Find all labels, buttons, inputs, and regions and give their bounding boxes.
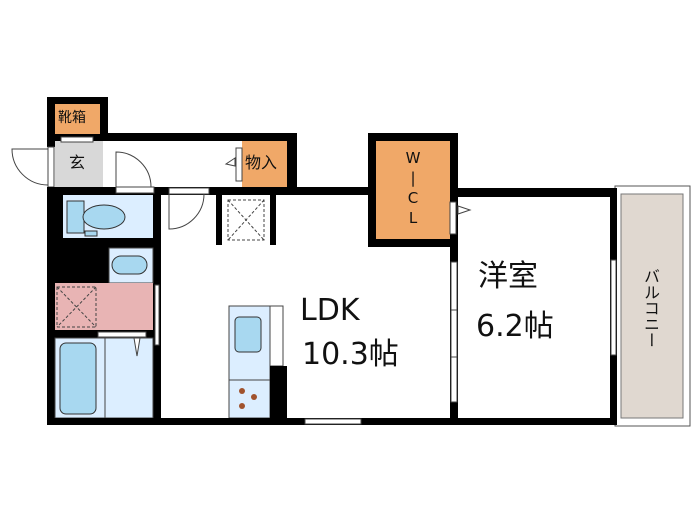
wall	[109, 238, 153, 248]
door-arrow-icon	[224, 157, 236, 167]
toilet-bowl-icon	[82, 204, 126, 230]
wall	[270, 366, 287, 418]
wall	[47, 141, 55, 147]
western-room-size: 6.2帖	[476, 309, 554, 344]
closet-x-icon	[227, 199, 265, 241]
shoe-box-label: 靴箱	[58, 110, 86, 126]
wic-letter: |	[410, 169, 416, 187]
wic-closet	[376, 141, 450, 239]
storage-door	[235, 147, 243, 182]
wall	[55, 195, 63, 238]
western-room-label: 洋室	[478, 259, 538, 294]
entrance-floor	[55, 141, 103, 187]
sliding-door	[154, 284, 160, 346]
sink-icon	[234, 316, 262, 353]
washing-machine-space	[56, 286, 97, 328]
stove-burner-icon	[239, 403, 245, 409]
shoe-box	[55, 104, 100, 134]
ldk-size: 10.3帖	[302, 337, 399, 372]
wall	[458, 188, 617, 197]
bath-door	[97, 331, 147, 338]
toilet-door-swing	[115, 151, 152, 188]
stove-burner-icon	[251, 394, 257, 400]
ldk-door-swing	[168, 193, 205, 230]
entrance-step	[60, 136, 94, 143]
bottom-window	[304, 418, 362, 425]
wic-door	[449, 201, 457, 235]
bathtub-icon	[59, 342, 97, 415]
wic-letter: L	[408, 209, 418, 227]
balcony-area	[620, 193, 684, 419]
toilet-tank	[66, 200, 85, 234]
wall	[100, 133, 297, 141]
storage-label: 物入	[245, 153, 278, 172]
wall	[55, 238, 109, 283]
stove-burner-icon	[239, 388, 245, 394]
door-arrow-icon	[133, 337, 141, 357]
ldk-label: LDK	[300, 293, 360, 328]
entrance-door-frame	[47, 146, 55, 188]
balcony-window	[610, 259, 617, 356]
washbasin-icon	[111, 255, 148, 275]
storage-closet	[242, 141, 287, 187]
entrance-label: 玄	[69, 153, 86, 172]
wall	[270, 195, 276, 245]
wic-label: W | C L	[405, 148, 421, 228]
toilet-paper	[84, 230, 98, 237]
door-gap	[168, 187, 210, 195]
sliding-door	[450, 261, 458, 403]
entrance-door-swing	[11, 148, 49, 186]
laundry-area	[55, 283, 153, 330]
washing-machine-x-icon	[56, 286, 97, 328]
kitchen-side	[269, 305, 284, 367]
wic-letter: C	[407, 189, 419, 207]
balcony-label: バルコニー	[641, 268, 660, 348]
wic-letter: W	[405, 149, 421, 167]
wall	[216, 195, 222, 245]
wall	[287, 133, 297, 195]
door-arrow-icon	[457, 205, 472, 215]
closet-space	[227, 199, 265, 241]
wall	[47, 187, 55, 425]
door-gap	[115, 186, 155, 194]
